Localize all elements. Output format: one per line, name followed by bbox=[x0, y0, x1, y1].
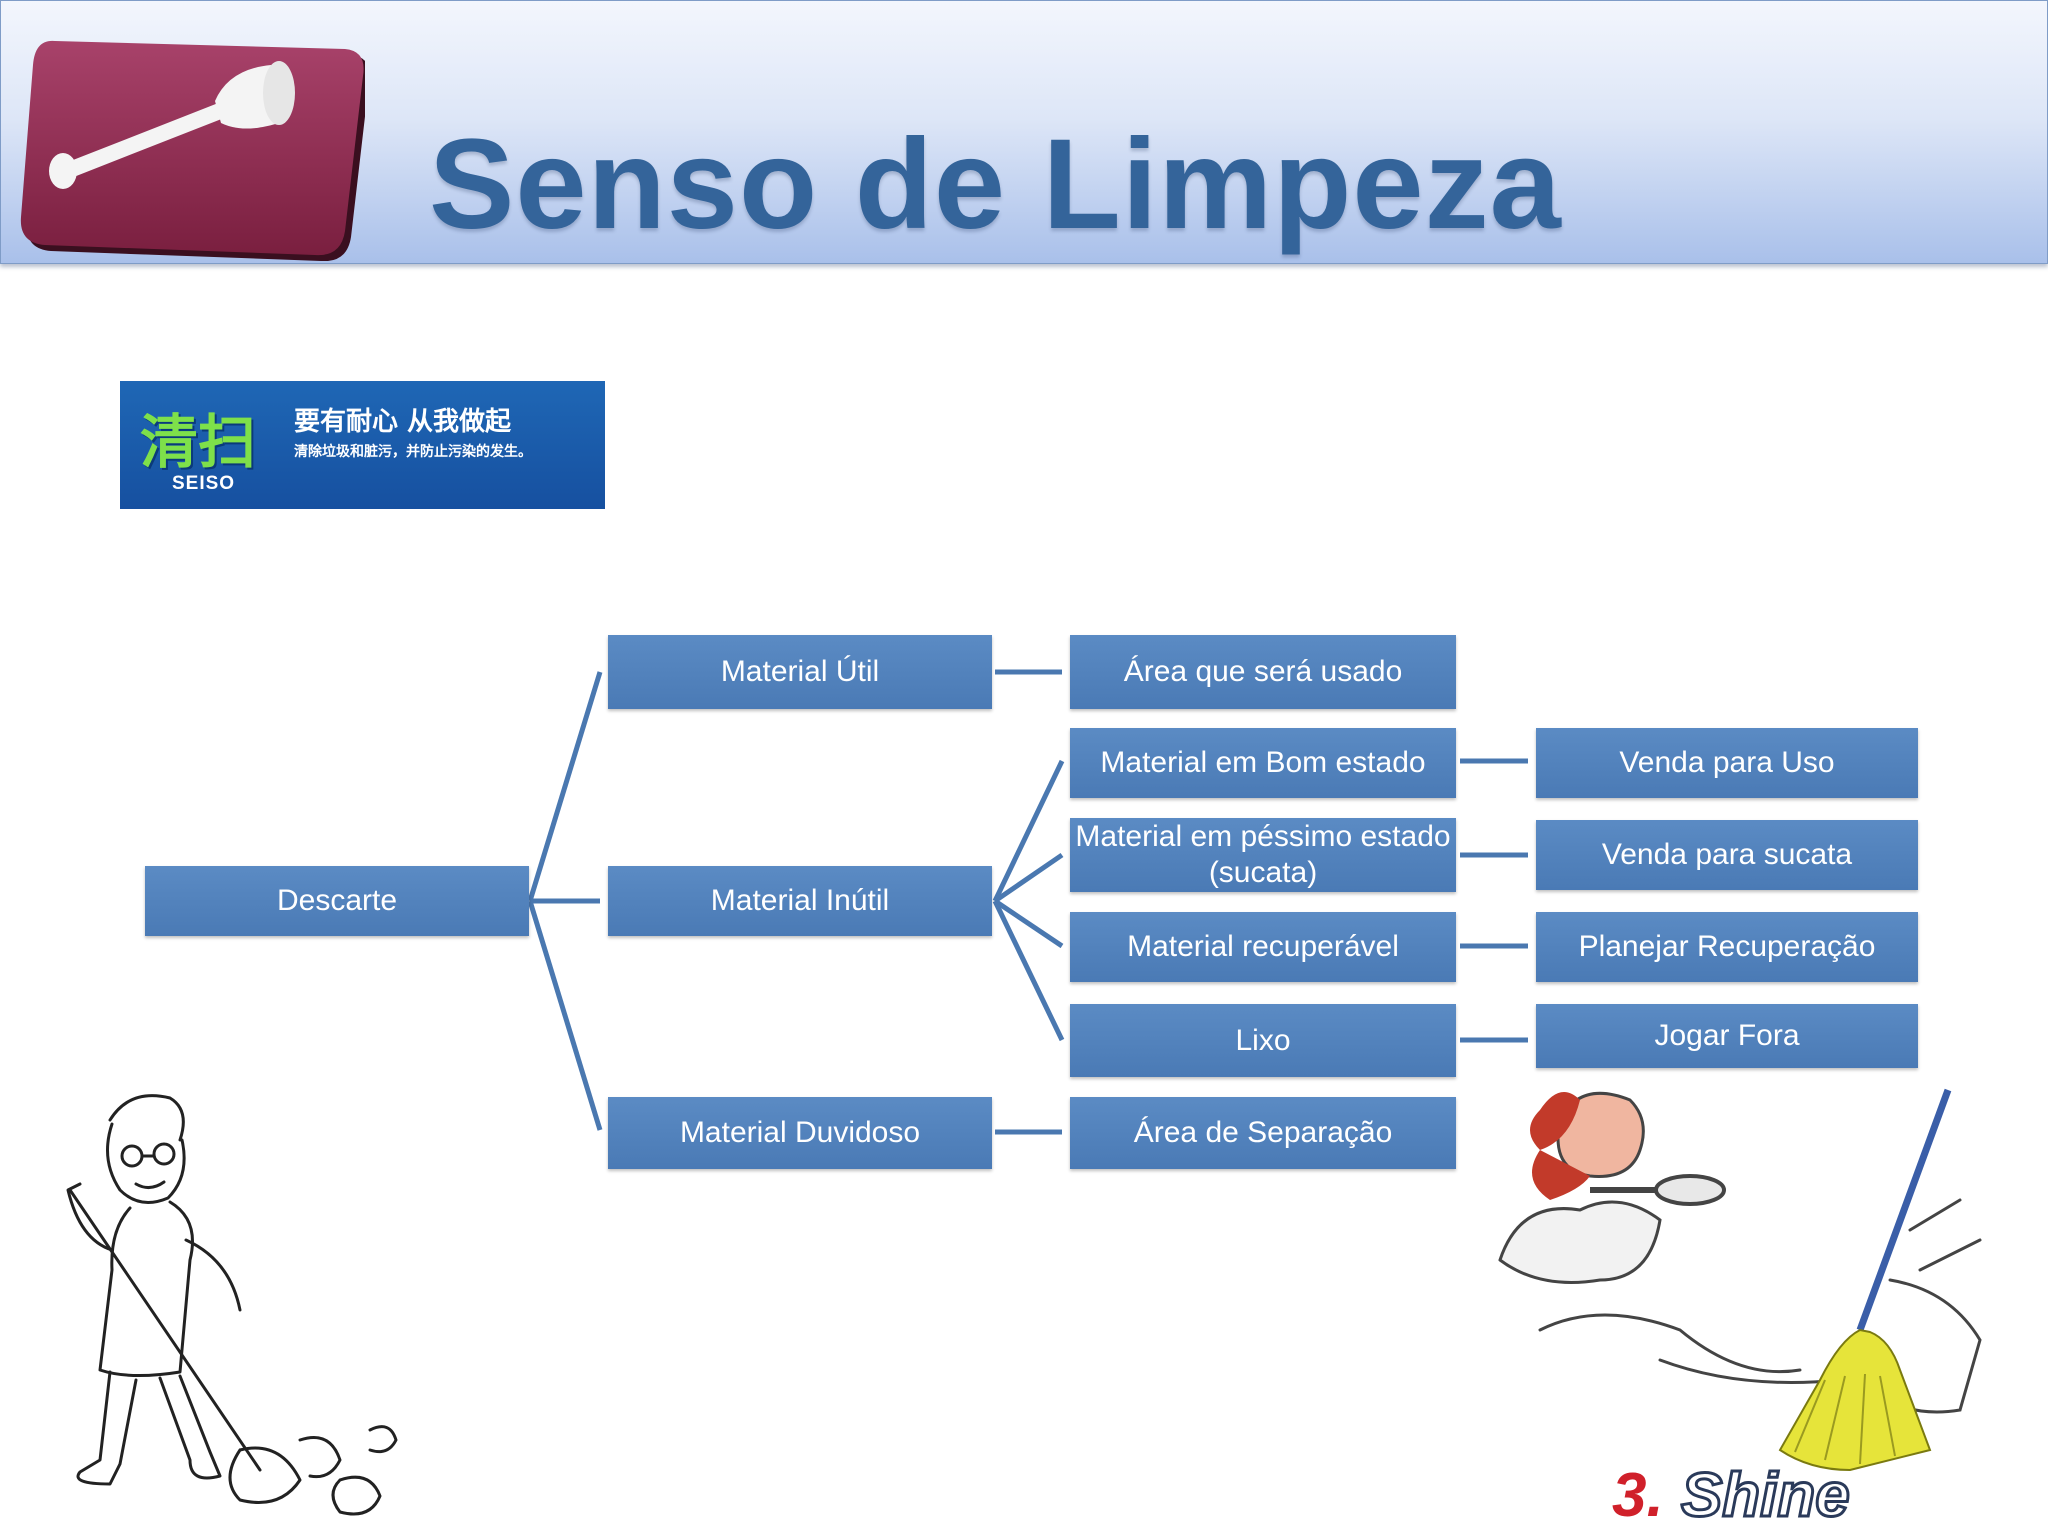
node-pessimo-estado: Material em péssimo estado (sucata) bbox=[1070, 818, 1456, 892]
node-area-separacao: Área de Separação bbox=[1070, 1097, 1456, 1169]
node-jogar-fora: Jogar Fora bbox=[1536, 1004, 1918, 1068]
banner-label: SEISO bbox=[172, 473, 236, 494]
plunger-icon bbox=[20, 40, 365, 261]
sweeping-man-illustration bbox=[66, 1094, 398, 1516]
shine-word: Shine bbox=[1679, 1460, 1851, 1532]
banner-slogan: 要有耐心 从我做起 bbox=[294, 407, 512, 437]
page-title: Senso de Limpeza bbox=[429, 113, 1562, 256]
node-venda-sucata: Venda para sucata bbox=[1536, 820, 1918, 890]
node-descarte: Descarte bbox=[145, 866, 529, 936]
title-bar: Senso de Limpeza bbox=[0, 0, 2048, 264]
node-planejar-recuperacao: Planejar Recuperação bbox=[1536, 912, 1918, 982]
node-material-util: Material Útil bbox=[608, 635, 992, 709]
connector bbox=[527, 900, 603, 1131]
inspector-broom-illustration bbox=[1498, 1088, 1982, 1472]
connector bbox=[993, 852, 1064, 904]
banner-subtitle: 清除垃圾和脏污，并防止污染的发生。 bbox=[294, 444, 532, 460]
connector bbox=[527, 671, 603, 902]
connector bbox=[993, 898, 1064, 949]
seiso-banner: 清扫 要有耐心 从我做起 清除垃圾和脏污，并防止污染的发生。 SEISO bbox=[120, 381, 605, 509]
node-area-uso: Área que será usado bbox=[1070, 635, 1456, 709]
connector bbox=[992, 899, 1065, 1042]
node-material-inutil: Material Inútil bbox=[608, 866, 992, 936]
node-recuperavel: Material recuperável bbox=[1070, 912, 1456, 982]
node-material-duvidoso: Material Duvidoso bbox=[608, 1097, 992, 1169]
node-venda-uso: Venda para Uso bbox=[1536, 728, 1918, 798]
shine-caption: 3. Shine bbox=[1612, 1460, 1851, 1532]
connector bbox=[992, 759, 1065, 903]
node-bom-estado: Material em Bom estado bbox=[1070, 728, 1456, 798]
shine-number: 3. bbox=[1612, 1461, 1664, 1530]
banner-characters: 清扫 bbox=[140, 408, 257, 476]
node-lixo: Lixo bbox=[1070, 1004, 1456, 1077]
